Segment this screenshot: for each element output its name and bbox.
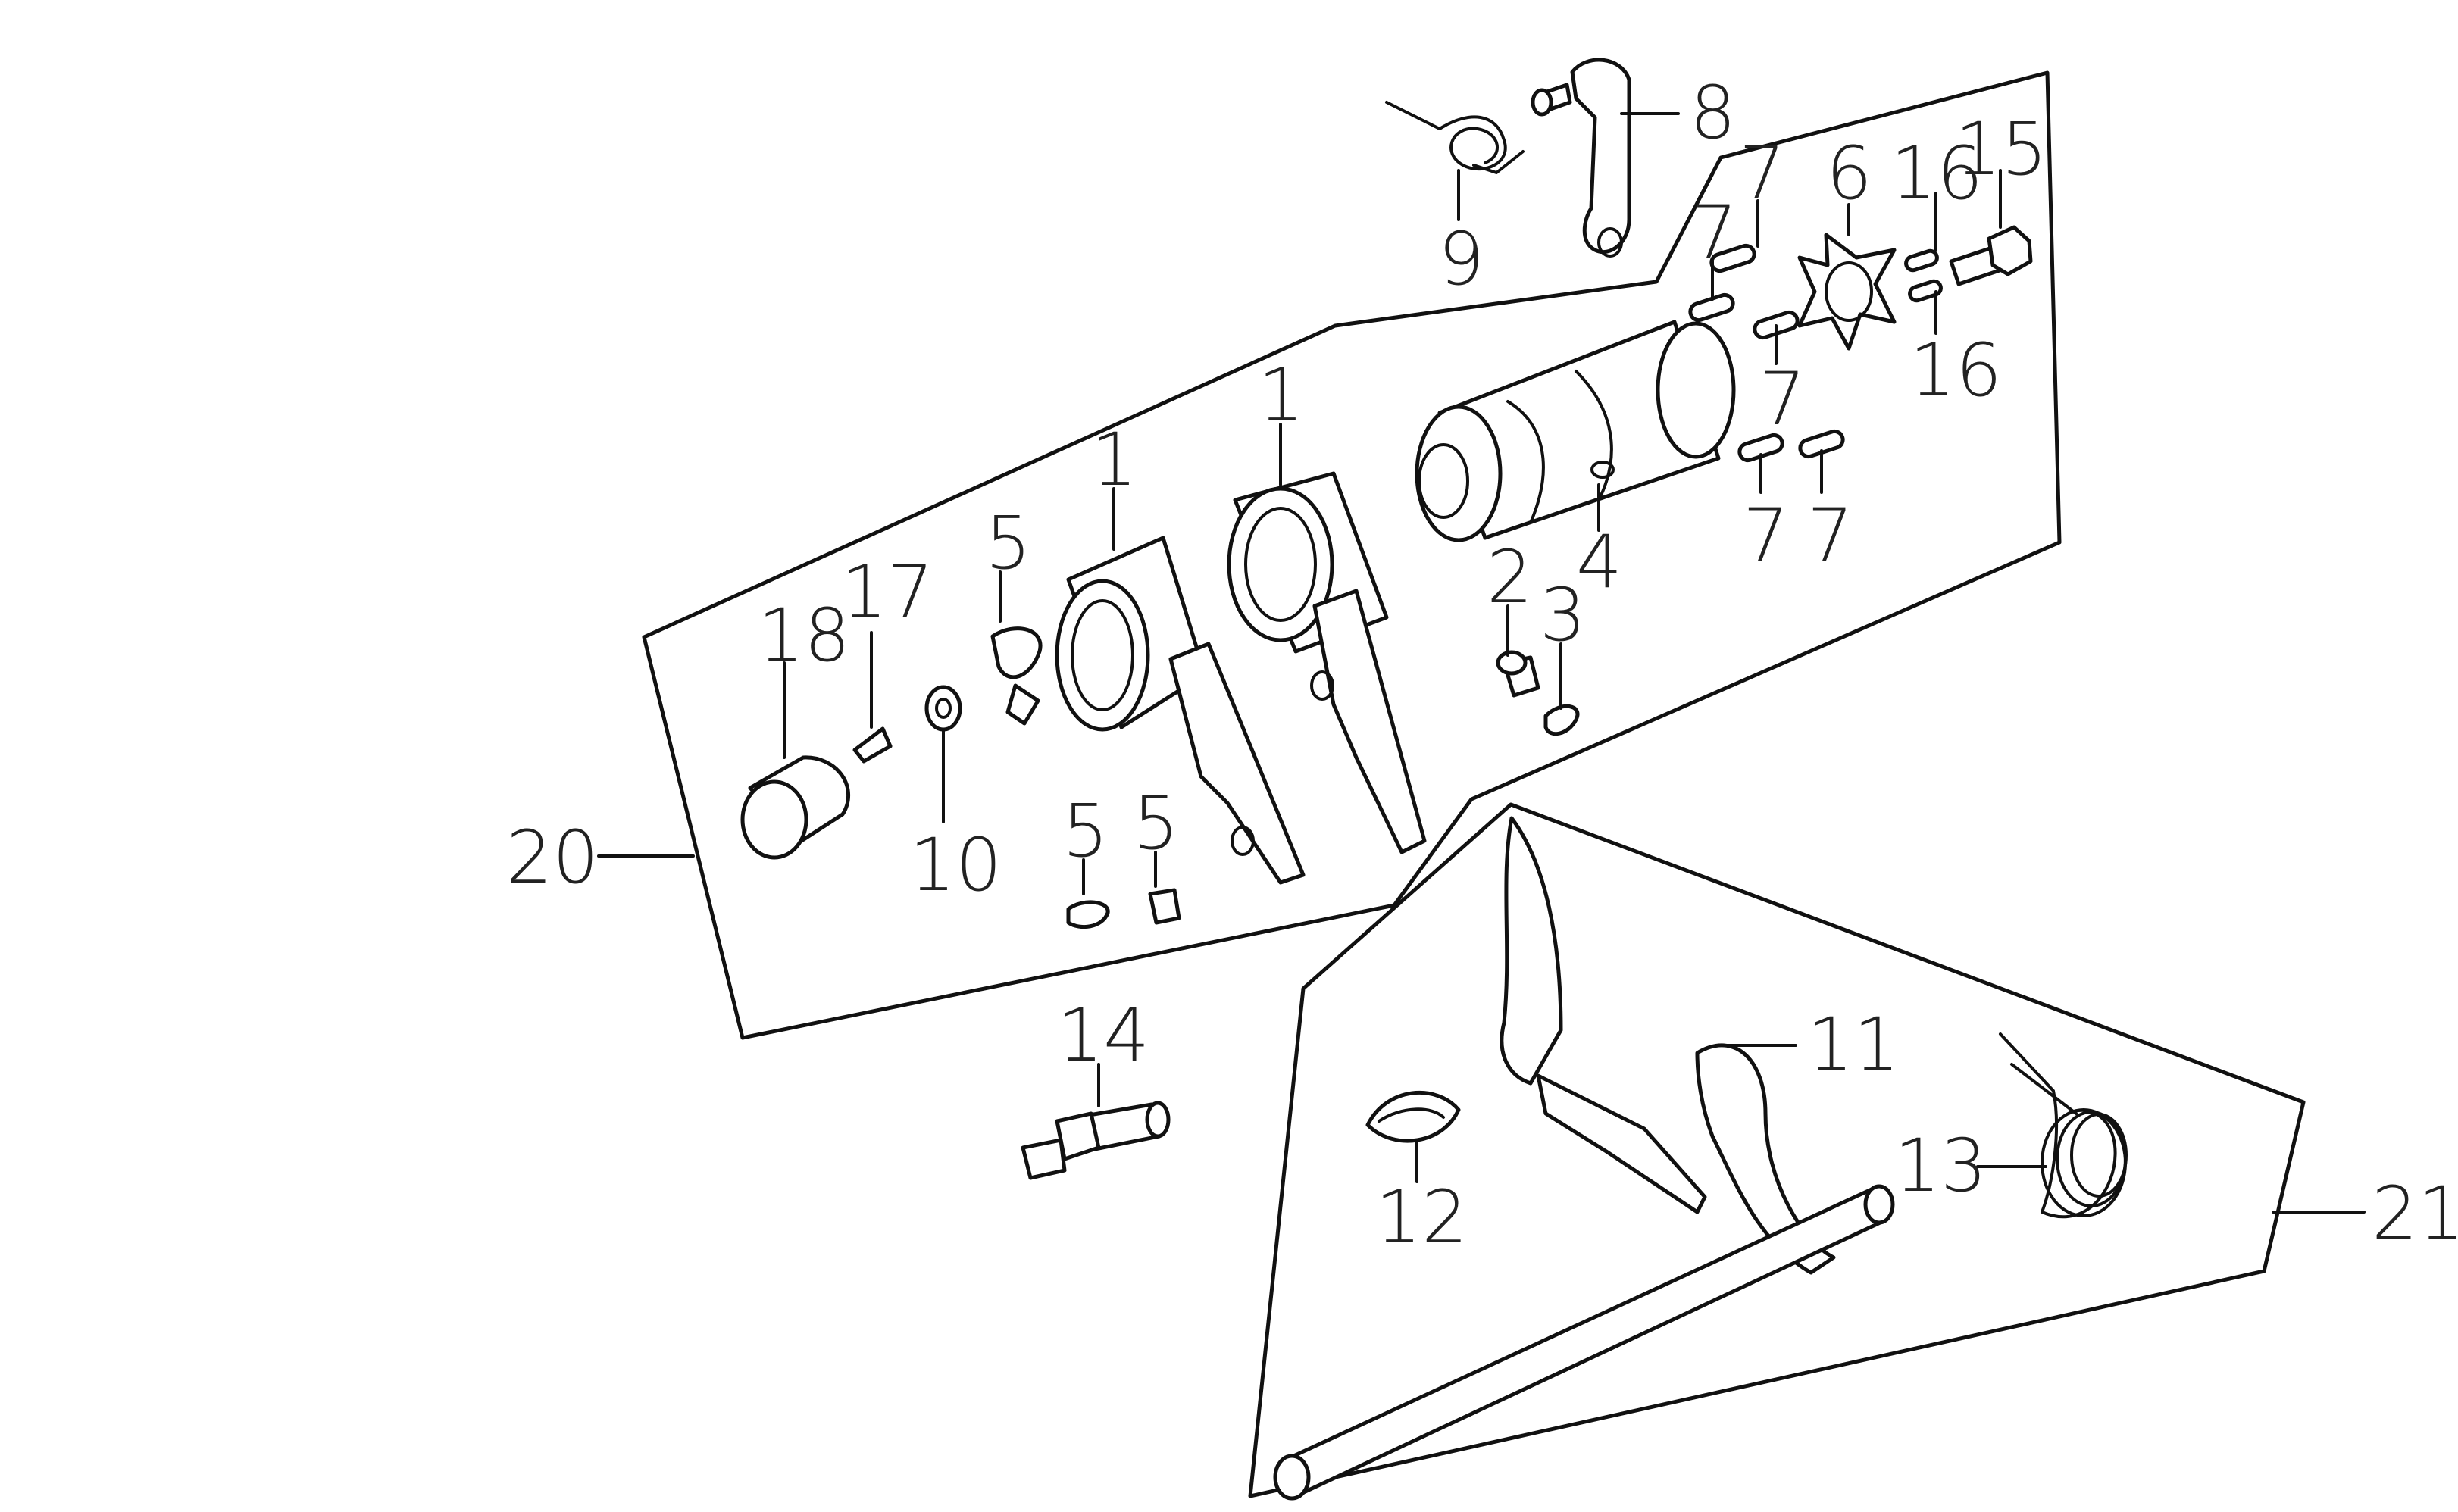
callout-1-fork-b: 1 — [1258, 353, 1304, 438]
callout-18: 18 — [758, 593, 850, 678]
callout-4: 4 — [1576, 520, 1622, 604]
callout-14: 14 — [1057, 993, 1149, 1078]
callout-13: 13 — [1894, 1123, 1987, 1208]
callout-3: 3 — [1540, 573, 1586, 658]
part-10-washer — [924, 685, 962, 732]
part-2-pin — [1496, 650, 1540, 698]
part-8-stopper-arm — [1531, 58, 1631, 258]
part-5-clip-lower — [1066, 900, 1110, 929]
part-11-shift-arm — [1500, 816, 1836, 1275]
part-1-shift-fork-a — [1055, 536, 1306, 885]
part-12-clip — [1365, 1091, 1461, 1143]
callout-5-upper: 5 — [985, 501, 1031, 586]
part-4-shift-drum — [1415, 320, 1736, 542]
part-13-return-spring — [1999, 1032, 2128, 1219]
callout-10: 10 — [909, 823, 1002, 908]
callout-8: 8 — [1690, 70, 1736, 155]
callout-16-bottom: 16 — [1909, 328, 2002, 413]
part-9-spring — [1385, 101, 1525, 174]
callout-1-fork-a: 1 — [1091, 417, 1137, 502]
callout-21: 21 — [2372, 1171, 2458, 1256]
part-5-pin-lower — [1148, 888, 1181, 925]
part-1-shift-fork-b — [1227, 471, 1427, 854]
part-6-star-cam — [1797, 233, 1897, 351]
callout-6: 6 — [1826, 131, 1872, 216]
callout-7-bottom-left: 7 — [1743, 493, 1789, 578]
callout-7-mid: 7 — [1759, 357, 1806, 442]
callout-5-lower-right: 5 — [1133, 781, 1179, 866]
callout-15: 15 — [1955, 107, 2047, 192]
part-3-clip — [1543, 704, 1580, 736]
callout-7-bottom-right: 7 — [1807, 493, 1853, 578]
part-11-shift-shaft — [1273, 1184, 1895, 1501]
callout-12: 12 — [1375, 1175, 1468, 1260]
callout-7-left: 7 — [1691, 190, 1737, 275]
callout-7-top: 7 — [1739, 131, 1785, 216]
callout-16-top: 16 — [1890, 131, 1983, 216]
callout-9: 9 — [1438, 217, 1484, 301]
part-5-clip-upper — [990, 626, 1043, 726]
callout-20: 20 — [506, 815, 599, 900]
leader-lines — [597, 112, 2366, 1214]
assembly-21-outline — [1248, 802, 2306, 1498]
part-14-stud — [1021, 1101, 1171, 1180]
callout-17: 17 — [841, 550, 933, 635]
assembly-20-outline — [642, 70, 2062, 1040]
part-17-pin — [852, 726, 893, 764]
part-16-pins — [1904, 248, 1943, 303]
part-15-bolt — [1949, 225, 2033, 286]
callout-5-lower-left: 5 — [1062, 789, 1109, 873]
part-18-plug — [740, 755, 851, 860]
callout-2: 2 — [1487, 535, 1533, 620]
callout-11: 11 — [1807, 1002, 1900, 1087]
